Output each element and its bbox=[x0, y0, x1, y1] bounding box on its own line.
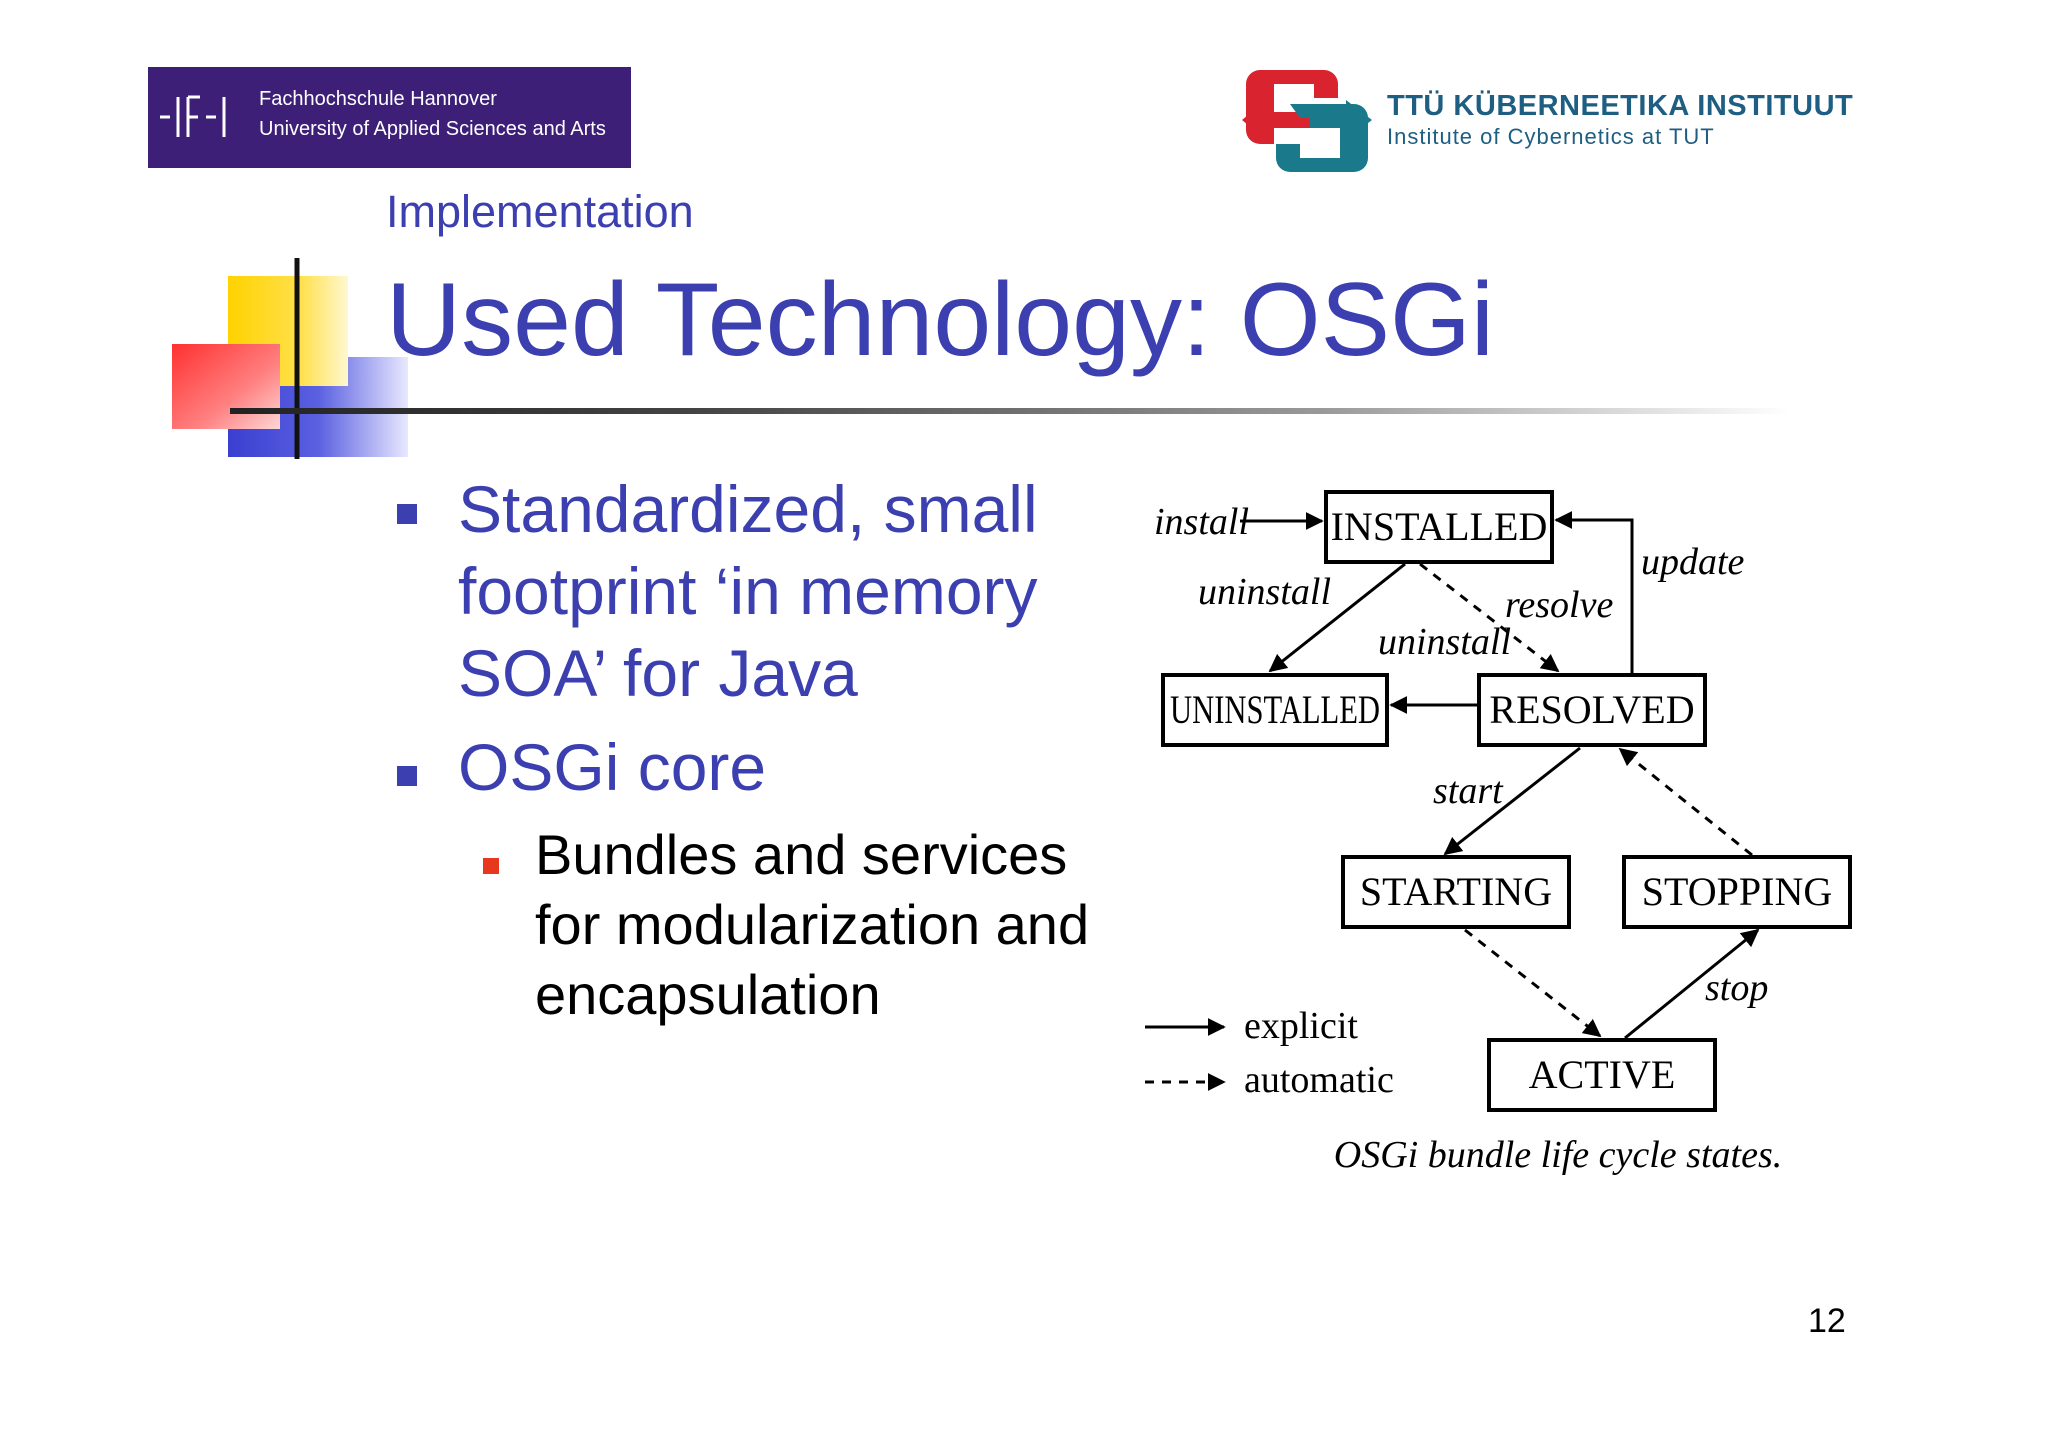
diagram-caption: OSGi bundle life cycle states. bbox=[1334, 1134, 1783, 1176]
fh-logo-line1: Fachhochschule Hannover bbox=[259, 88, 497, 110]
state-starting-label: STARTING bbox=[1360, 869, 1552, 914]
page-number: 12 bbox=[1808, 1302, 1846, 1340]
state-uninstalled-label: UNINSTALLED bbox=[1170, 687, 1380, 732]
fh-logo-line2: University of Applied Sciences and Arts bbox=[259, 118, 606, 140]
osgi-lifecycle-diagram: INSTALLED UNINSTALLED RESOLVED STARTING … bbox=[1145, 490, 1852, 1176]
state-stopping-label: STOPPING bbox=[1642, 869, 1832, 914]
sub-bullet-item: Bundles and services for modularization … bbox=[535, 823, 1090, 1026]
title-underline bbox=[230, 408, 1790, 414]
label-start: start bbox=[1433, 770, 1504, 812]
legend-automatic-label: automatic bbox=[1244, 1059, 1394, 1101]
section-label: Implementation bbox=[386, 186, 694, 237]
transition-start bbox=[1443, 746, 1581, 856]
ttu-emblem-icon bbox=[1242, 70, 1372, 172]
state-resolved: RESOLVED bbox=[1477, 673, 1707, 747]
label-uninstall-installed: uninstall bbox=[1198, 571, 1331, 613]
sub-bullet-marker-icon bbox=[483, 858, 499, 874]
transition-starting-active bbox=[1464, 928, 1602, 1038]
state-installed: INSTALLED bbox=[1324, 490, 1554, 564]
ttu-logo-line2: Institute of Cybernetics at TUT bbox=[1387, 124, 1715, 149]
legend-explicit-label: explicit bbox=[1244, 1005, 1358, 1047]
state-resolved-label: RESOLVED bbox=[1489, 687, 1694, 732]
transition-stop bbox=[1624, 928, 1760, 1040]
ttu-logo-line1: TTÜ KÜBERNEETIKA INSTITUUT bbox=[1387, 90, 1854, 122]
state-stopping: STOPPING bbox=[1622, 855, 1852, 929]
bullet-marker-icon bbox=[397, 504, 417, 524]
bullet-item: OSGi core bbox=[458, 730, 767, 804]
state-active: ACTIVE bbox=[1487, 1038, 1717, 1112]
state-starting: STARTING bbox=[1341, 855, 1571, 929]
transition-uninstall-installed bbox=[1268, 562, 1406, 673]
transition-update bbox=[1554, 511, 1634, 673]
bullet-marker-icon bbox=[397, 766, 417, 786]
label-install: install bbox=[1154, 501, 1249, 543]
slide-title: Used Technology: OSGi bbox=[386, 262, 1494, 378]
fh-logo-mark-icon bbox=[160, 95, 226, 137]
state-installed-label: INSTALLED bbox=[1331, 504, 1548, 549]
state-uninstalled: UNINSTALLED bbox=[1161, 673, 1389, 747]
transition-stopping-resolved bbox=[1618, 747, 1753, 857]
label-resolve: resolve bbox=[1505, 584, 1613, 626]
label-update: update bbox=[1641, 541, 1745, 583]
transition-resolve bbox=[1419, 562, 1560, 673]
label-stop: stop bbox=[1705, 967, 1768, 1009]
bullet-item: Standardized, small footprint ‘in memory… bbox=[458, 472, 1038, 710]
title-decoration bbox=[172, 258, 408, 459]
fh-hannover-logo: Fachhochschule Hannover University of Ap… bbox=[148, 67, 631, 168]
ttu-cybernetics-logo: TTÜ KÜBERNEETIKA INSTITUUT Institute of … bbox=[1240, 64, 1910, 174]
state-active-label: ACTIVE bbox=[1529, 1052, 1676, 1097]
label-uninstall-resolved: uninstall bbox=[1378, 621, 1511, 663]
